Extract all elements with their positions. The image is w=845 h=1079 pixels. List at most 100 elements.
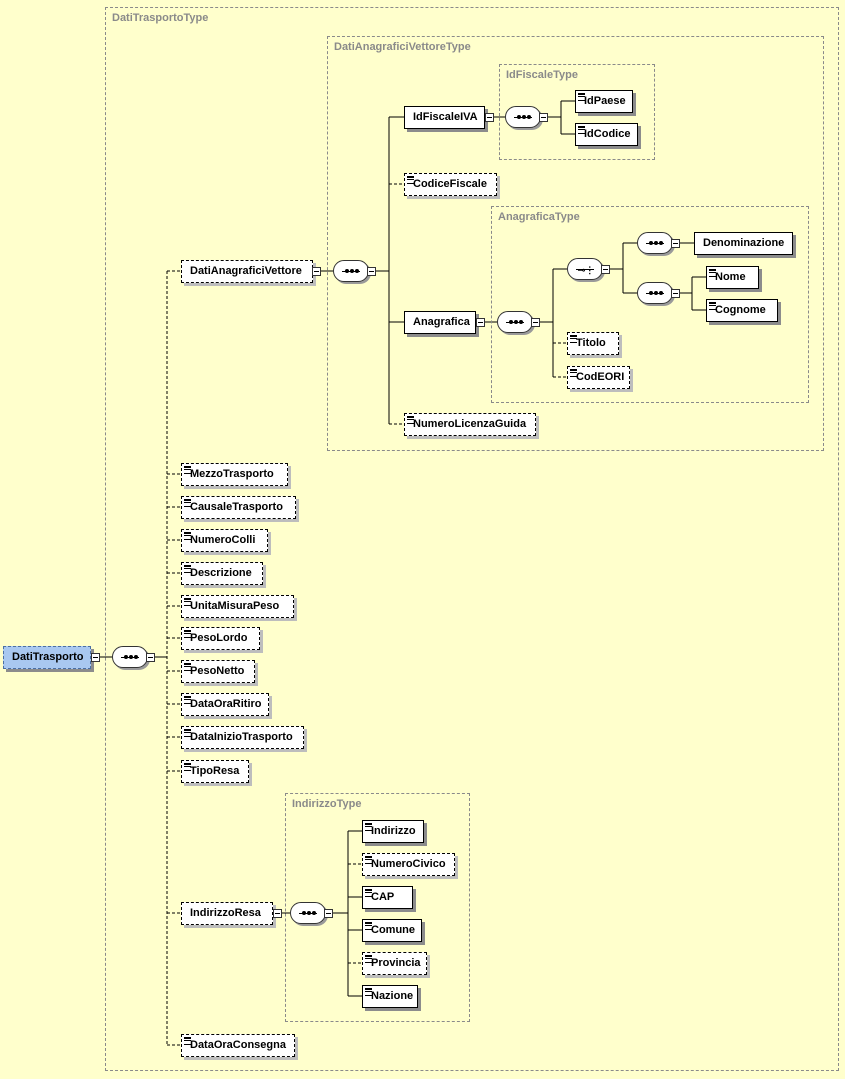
node-label: IdPaese (584, 95, 626, 107)
element-doc-icon (365, 922, 372, 930)
node-label: DatiTrasporto (12, 651, 84, 663)
node-label: Nome (715, 271, 746, 283)
node-id-paese[interactable]: IdPaese (575, 90, 633, 113)
node-numero-licenza-guida[interactable]: NumeroLicenzaGuida (404, 413, 536, 436)
element-doc-icon (184, 663, 191, 671)
node-data-ora-ritiro[interactable]: DataOraRitiro (181, 693, 269, 716)
element-doc-icon (184, 499, 191, 507)
type-box-dati-trasporto: DatiTrasportoType (105, 7, 839, 1071)
node-peso-lordo[interactable]: PesoLordo (181, 627, 260, 650)
element-doc-icon (407, 416, 414, 424)
node-label: Denominazione (703, 237, 785, 249)
element-doc-icon (184, 565, 191, 573)
node-label: DatiAnagraficiVettore (190, 265, 302, 277)
node-label: Indirizzo (371, 825, 416, 837)
node-causale-trasporto[interactable]: CausaleTrasporto (181, 496, 296, 519)
node-cognome[interactable]: Cognome (706, 299, 778, 322)
element-doc-icon (578, 93, 585, 101)
node-label: IdFiscaleIVA (413, 111, 478, 123)
collapse-icon[interactable] (539, 113, 548, 122)
sequence-icon (637, 282, 673, 304)
sequence-icon (112, 646, 148, 668)
type-label: IndirizzoType (292, 798, 362, 810)
element-doc-icon (184, 729, 191, 737)
collapse-icon[interactable] (324, 909, 333, 918)
node-label: NumeroColli (190, 534, 256, 546)
collapse-icon[interactable] (671, 289, 680, 298)
type-box-dati-anagrafici-vettore: DatiAnagraficiVettoreType (327, 36, 824, 451)
node-titolo[interactable]: Titolo (567, 332, 619, 355)
element-doc-icon (365, 955, 372, 963)
type-box-anagrafica: AnagraficaType (491, 206, 809, 403)
node-label: PesoLordo (190, 632, 248, 644)
node-label: DataOraRitiro (190, 698, 262, 710)
node-label: MezzoTrasporto (190, 468, 274, 480)
node-data-inizio-trasporto[interactable]: DataInizioTrasporto (181, 726, 304, 749)
node-label: Descrizione (190, 567, 252, 579)
node-nazione[interactable]: Nazione (362, 985, 418, 1008)
node-label: CodiceFiscale (413, 178, 487, 190)
node-unita-misura-peso[interactable]: UnitaMisuraPeso (181, 595, 294, 618)
node-label: TipoResa (190, 765, 240, 777)
node-label: CodEORI (576, 371, 625, 383)
node-denominazione[interactable]: Denominazione (694, 232, 793, 255)
node-codice-fiscale[interactable]: CodiceFiscale (404, 173, 497, 196)
collapse-icon[interactable] (91, 653, 100, 662)
type-label: DatiAnagraficiVettoreType (334, 41, 471, 53)
node-tipo-resa[interactable]: TipoResa (181, 760, 249, 783)
node-numero-civico[interactable]: NumeroCivico (362, 853, 455, 876)
node-comune[interactable]: Comune (362, 919, 422, 942)
element-doc-icon (184, 1037, 191, 1045)
node-mezzo-trasporto[interactable]: MezzoTrasporto (181, 463, 288, 486)
choice-icon: ⊸⋮ (567, 258, 603, 280)
node-numero-colli[interactable]: NumeroColli (181, 529, 268, 552)
node-id-codice[interactable]: IdCodice (575, 123, 638, 146)
collapse-icon[interactable] (671, 239, 680, 248)
node-label: Comune (371, 924, 415, 936)
node-id-fiscale-iva[interactable]: IdFiscaleIVA (404, 106, 485, 129)
element-doc-icon (709, 302, 716, 310)
node-nome[interactable]: Nome (706, 266, 759, 289)
element-doc-icon (407, 176, 414, 184)
node-label: IdCodice (584, 128, 631, 140)
node-cap[interactable]: CAP (362, 886, 413, 909)
collapse-icon[interactable] (273, 909, 282, 918)
node-label: DataOraConsegna (190, 1039, 286, 1051)
node-indirizzo-resa[interactable]: IndirizzoResa (181, 902, 273, 925)
type-label: IdFiscaleType (506, 69, 578, 81)
element-doc-icon (184, 630, 191, 638)
node-label: Cognome (715, 304, 766, 316)
node-label: CAP (371, 891, 395, 903)
node-provincia[interactable]: Provincia (362, 952, 427, 975)
node-label: Titolo (576, 337, 606, 349)
element-doc-icon (184, 532, 191, 540)
collapse-icon[interactable] (531, 318, 540, 327)
node-descrizione[interactable]: Descrizione (181, 562, 263, 585)
node-indirizzo[interactable]: Indirizzo (362, 820, 424, 843)
collapse-icon[interactable] (367, 267, 376, 276)
node-dati-anagrafici-vettore[interactable]: DatiAnagraficiVettore (181, 260, 313, 283)
node-label: Nazione (371, 990, 414, 1002)
type-label: DatiTrasportoType (112, 12, 209, 24)
element-doc-icon (365, 823, 372, 831)
node-label: UnitaMisuraPeso (190, 600, 280, 612)
node-peso-netto[interactable]: PesoNetto (181, 660, 255, 683)
collapse-icon[interactable] (312, 267, 321, 276)
node-label: PesoNetto (190, 665, 245, 677)
element-doc-icon (184, 598, 191, 606)
collapse-icon[interactable] (476, 318, 485, 327)
collapse-icon[interactable] (146, 653, 155, 662)
node-anagrafica[interactable]: Anagrafica (404, 311, 476, 334)
element-doc-icon (184, 466, 191, 474)
element-doc-icon (365, 856, 372, 864)
collapse-icon[interactable] (485, 113, 494, 122)
element-doc-icon (184, 763, 191, 771)
node-data-ora-consegna[interactable]: DataOraConsegna (181, 1034, 295, 1057)
node-cod-eori[interactable]: CodEORI (567, 366, 630, 389)
collapse-icon[interactable] (601, 265, 610, 274)
element-doc-icon (184, 696, 191, 704)
node-dati-trasporto[interactable]: DatiTrasporto (3, 646, 91, 669)
node-label: IndirizzoResa (190, 907, 261, 919)
